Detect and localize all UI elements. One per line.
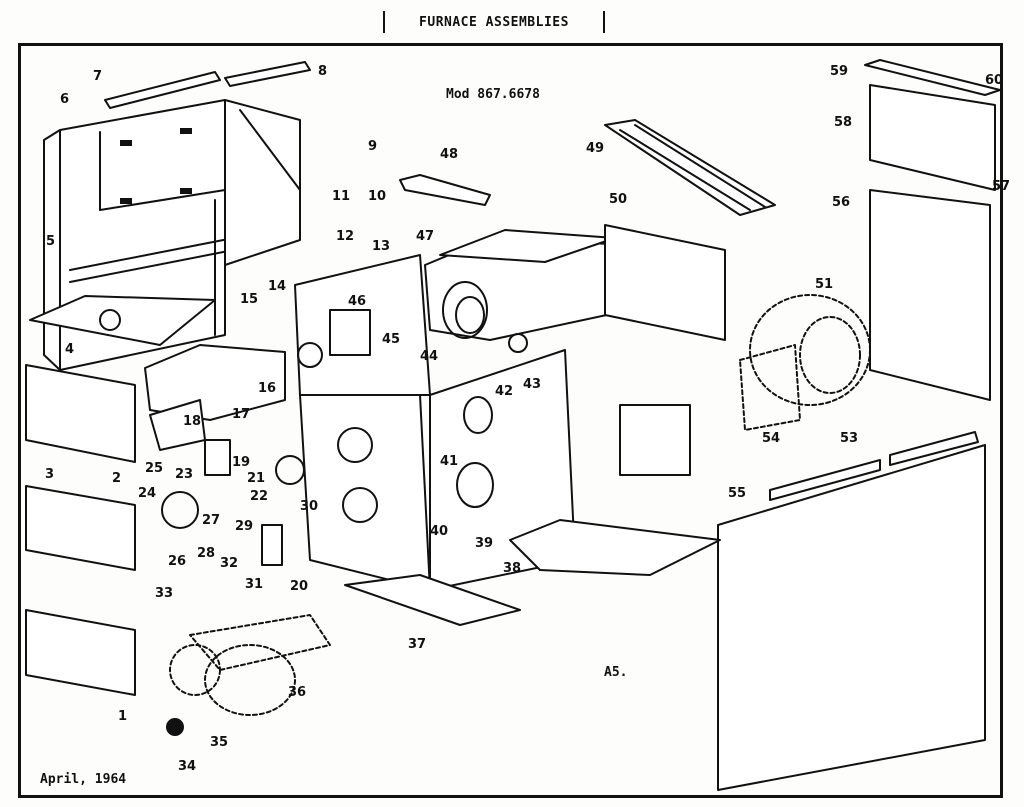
callout-30: 30 — [300, 499, 318, 514]
callout-48: 48 — [440, 147, 458, 162]
control-box — [204, 439, 231, 476]
callout-59: 59 — [830, 64, 848, 79]
diagram-frame — [18, 43, 1003, 798]
callout-13: 13 — [372, 239, 390, 254]
callout-6: 6 — [60, 92, 69, 107]
bottom-rail-left — [769, 459, 881, 501]
callout-35: 35 — [210, 735, 228, 750]
callout-23: 23 — [175, 467, 193, 482]
callout-53: 53 — [840, 431, 858, 446]
callout-3: 3 — [45, 467, 54, 482]
nozzle-part — [166, 718, 184, 736]
callout-12: 12 — [336, 229, 354, 244]
base-plate — [29, 295, 216, 346]
vent-bracket — [399, 174, 491, 206]
callout-57: 57 — [992, 179, 1010, 194]
flue-pipe — [463, 396, 493, 434]
bottom-rail-right — [889, 431, 979, 466]
callout-47: 47 — [416, 229, 434, 244]
callout-26: 26 — [168, 554, 186, 569]
cabinet-side-panel — [214, 99, 301, 336]
print-date: April, 1964 — [40, 772, 127, 787]
gauge-part — [161, 491, 199, 529]
callout-49: 49 — [586, 141, 604, 156]
callout-45: 45 — [382, 332, 400, 347]
callout-25: 25 — [145, 461, 163, 476]
callout-60: 60 — [985, 73, 1003, 88]
side-panel — [869, 189, 991, 401]
callout-16: 16 — [258, 381, 276, 396]
sight-glass — [275, 455, 305, 485]
flue-collar — [456, 462, 494, 508]
callout-51: 51 — [815, 277, 833, 292]
callout-46: 46 — [348, 294, 366, 309]
callout-39: 39 — [475, 536, 493, 551]
top-panel — [869, 84, 996, 191]
front-panel-middle — [25, 485, 136, 571]
callout-17: 17 — [232, 407, 250, 422]
callout-22: 22 — [250, 489, 268, 504]
callout-37: 37 — [408, 637, 426, 652]
callout-55: 55 — [728, 486, 746, 501]
callout-19: 19 — [232, 455, 250, 470]
diagram-title: FURNACE ASSEMBLIES — [383, 11, 605, 33]
blower-assembly — [739, 294, 871, 431]
callout-11: 11 — [332, 189, 350, 204]
callout-1: 1 — [118, 709, 127, 724]
callout-14: 14 — [268, 279, 286, 294]
callout-33: 33 — [155, 586, 173, 601]
callout-44: 44 — [420, 349, 438, 364]
callout-41: 41 — [440, 454, 458, 469]
callout-32: 32 — [220, 556, 238, 571]
callout-2: 2 — [112, 471, 121, 486]
callout-54: 54 — [762, 431, 780, 446]
filter-grille — [604, 119, 776, 216]
oil-burner — [169, 614, 331, 716]
model-number: Mod 867.6678 — [446, 87, 540, 102]
callout-43: 43 — [523, 377, 541, 392]
callout-18: 18 — [183, 414, 201, 429]
callout-4: 4 — [65, 342, 74, 357]
callout-15: 15 — [240, 292, 258, 307]
callout-5: 5 — [46, 234, 55, 249]
rear-panel — [604, 224, 726, 341]
page-code: A5. — [604, 665, 628, 680]
callout-56: 56 — [832, 195, 850, 210]
floor-plate — [509, 519, 721, 576]
callout-7: 7 — [93, 69, 102, 84]
front-door-panel — [717, 444, 986, 791]
top-rail-left — [104, 71, 221, 109]
callout-40: 40 — [430, 524, 448, 539]
callout-38: 38 — [503, 561, 521, 576]
access-panel — [619, 404, 691, 476]
front-panel-lower — [25, 609, 136, 696]
base-tray — [344, 574, 521, 626]
callout-21: 21 — [247, 471, 265, 486]
callout-20: 20 — [290, 579, 308, 594]
transformer — [261, 524, 283, 566]
callout-50: 50 — [609, 192, 627, 207]
callout-28: 28 — [197, 546, 215, 561]
callout-10: 10 — [368, 189, 386, 204]
callout-24: 24 — [138, 486, 156, 501]
callout-8: 8 — [318, 64, 327, 79]
burner-housing — [144, 344, 286, 421]
callout-29: 29 — [235, 519, 253, 534]
callout-36: 36 — [288, 685, 306, 700]
callout-9: 9 — [368, 139, 377, 154]
top-rail-right — [224, 61, 311, 87]
heat-exchanger — [424, 229, 631, 353]
callout-31: 31 — [245, 577, 263, 592]
callout-34: 34 — [178, 759, 196, 774]
callout-42: 42 — [495, 384, 513, 399]
callout-58: 58 — [834, 115, 852, 130]
front-panel-upper — [25, 364, 136, 463]
callout-27: 27 — [202, 513, 220, 528]
